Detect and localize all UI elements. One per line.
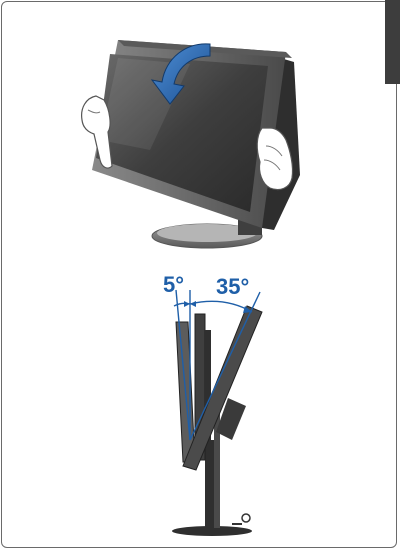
side-view-stand — [172, 402, 252, 536]
monitor-screen — [96, 54, 268, 212]
backward-angle-arc — [189, 300, 253, 313]
forward-tilt-angle-label: 5° — [163, 272, 185, 297]
forward-tilt-line — [175, 289, 191, 441]
side-view-monitor-backward — [182, 305, 263, 471]
right-hand-icon — [256, 127, 294, 191]
curved-arrow-icon — [150, 43, 211, 105]
angle-guides — [173, 289, 261, 441]
left-hand-icon — [81, 95, 113, 169]
monitor-stand-base — [151, 223, 263, 249]
side-tab — [385, 0, 400, 84]
backward-tilt-line — [189, 291, 261, 441]
backward-tilt-angle-label: 35° — [216, 274, 250, 299]
